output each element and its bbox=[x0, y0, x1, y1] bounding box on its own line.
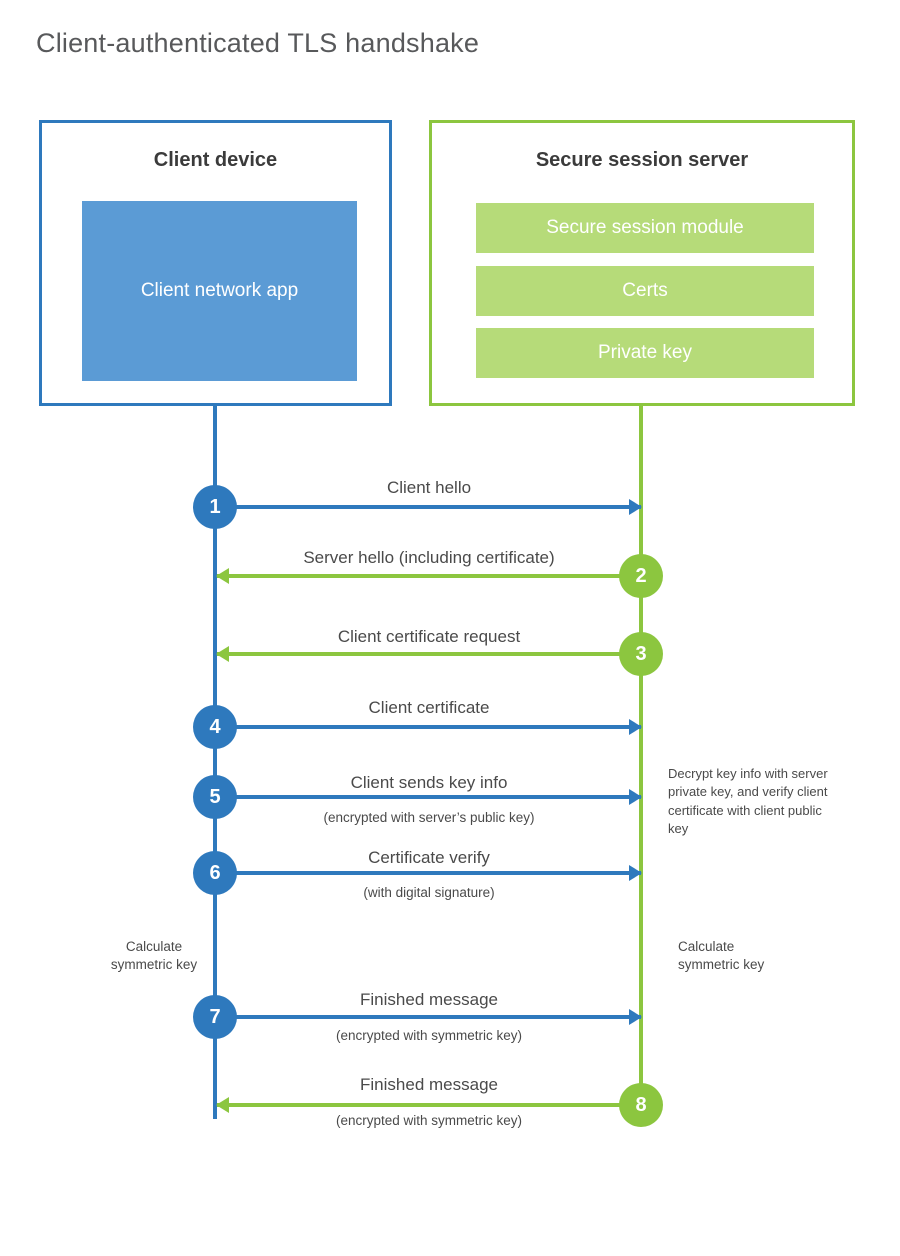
arrowhead-left-icon bbox=[216, 646, 229, 662]
secure-session-server-title: Secure session server bbox=[535, 149, 749, 171]
arrow-step-3 bbox=[216, 646, 641, 662]
arrowhead-right-icon bbox=[629, 719, 642, 735]
step-circle-3: 3 bbox=[619, 632, 663, 676]
note-server-calculate-line1: Calculate bbox=[678, 939, 735, 954]
note-server-calculate-line2: symmetric key bbox=[678, 957, 765, 973]
client-network-app-block: Client network app bbox=[82, 201, 357, 381]
step-circle-7: 7 bbox=[193, 995, 237, 1039]
arrow-step-5 bbox=[217, 789, 642, 805]
message-sublabel-step-6: (with digital signature) bbox=[363, 885, 495, 900]
page-title: Client-authenticated TLS handshake bbox=[36, 28, 480, 58]
message-label-step-5: Client sends key info bbox=[350, 773, 508, 792]
message-sublabel-step-5: (encrypted with server’s public key) bbox=[323, 810, 535, 825]
arrow-step-2 bbox=[216, 568, 641, 584]
step-circle-2: 2 bbox=[619, 554, 663, 598]
server-block-secure-session-module: Secure session module bbox=[476, 203, 814, 253]
message-label-step-4: Client certificate bbox=[368, 698, 490, 717]
arrow-step-6 bbox=[217, 865, 642, 881]
arrow-step-7 bbox=[217, 1009, 642, 1025]
step-circle-6: 6 bbox=[193, 851, 237, 895]
arrowhead-right-icon bbox=[629, 789, 642, 805]
server-block-private-key: Private key bbox=[476, 328, 814, 378]
client-device-box: Client device Client network app bbox=[39, 120, 392, 406]
note-client-calculate-line2: symmetric key bbox=[110, 957, 198, 973]
client-lifeline bbox=[213, 403, 217, 1119]
step-circle-5: 5 bbox=[193, 775, 237, 819]
arrowhead-right-icon bbox=[629, 499, 642, 515]
message-label-step-6: Certificate verify bbox=[368, 848, 490, 867]
message-label-step-2: Server hello (including certificate) bbox=[303, 548, 555, 567]
message-sublabel-step-7: (encrypted with symmetric key) bbox=[335, 1028, 523, 1043]
arrowhead-right-icon bbox=[629, 865, 642, 881]
step-circle-1: 1 bbox=[193, 485, 237, 529]
arrow-step-1 bbox=[217, 499, 642, 515]
message-label-step-1: Client hello bbox=[386, 478, 472, 497]
note-server-decrypt: Decrypt key info with server private key… bbox=[668, 766, 828, 837]
message-label-step-8: Finished message bbox=[360, 1075, 498, 1094]
note-client-calculate-line1: Calculate bbox=[125, 939, 183, 954]
message-label-step-3: Client certificate request bbox=[337, 627, 521, 646]
server-block-certs: Certs bbox=[476, 266, 814, 316]
server-lifeline bbox=[639, 403, 643, 1109]
note-server-calculate-symmetric-key: Calculate symmetric key bbox=[678, 938, 828, 974]
arrowhead-right-icon bbox=[629, 1009, 642, 1025]
arrow-step-4 bbox=[217, 719, 642, 735]
client-device-title: Client device bbox=[153, 149, 278, 171]
step-circle-4: 4 bbox=[193, 705, 237, 749]
message-sublabel-step-8: (encrypted with symmetric key) bbox=[335, 1113, 523, 1128]
note-client-calculate-symmetric-key: Calculate symmetric key bbox=[84, 938, 224, 974]
secure-session-server-box: Secure session server Secure session mod… bbox=[429, 120, 855, 406]
message-label-step-7: Finished message bbox=[360, 990, 498, 1009]
arrowhead-left-icon bbox=[216, 568, 229, 584]
arrowhead-left-icon bbox=[216, 1097, 229, 1113]
arrow-step-8 bbox=[216, 1097, 641, 1113]
step-circle-8: 8 bbox=[619, 1083, 663, 1127]
